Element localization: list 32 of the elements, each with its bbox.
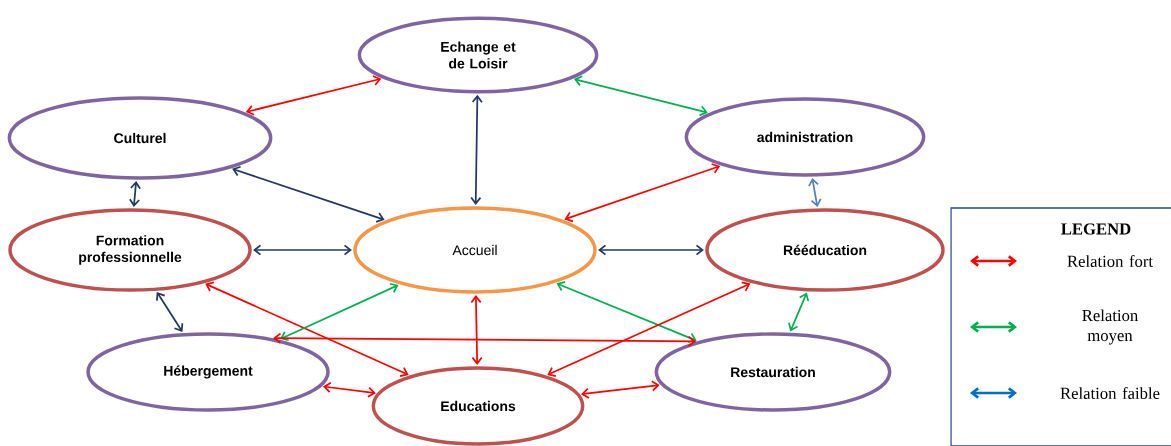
arrow	[598, 244, 704, 256]
arrow	[470, 295, 483, 365]
arrow	[273, 332, 696, 347]
ellipse-node: Restauration	[654, 332, 892, 412]
legend-text: Relation faible	[1060, 387, 1160, 399]
ellipse-node: Hébergement	[86, 332, 330, 412]
arrow	[808, 177, 822, 208]
legend-text: Relation fort	[1067, 255, 1153, 267]
arrow	[156, 291, 184, 332]
arrow	[205, 281, 409, 377]
arrow	[232, 165, 385, 223]
ellipse-node: Echange et de Loisir	[357, 16, 599, 94]
arrow	[788, 292, 810, 332]
arrow	[245, 75, 382, 116]
arrow	[129, 181, 142, 207]
arrow	[279, 282, 399, 342]
arrow	[322, 381, 376, 398]
ellipse-node: Accueil	[353, 206, 597, 294]
arrow	[253, 244, 352, 256]
ellipse-node: Culturel	[7, 96, 273, 180]
ellipse-node: Rééducation	[705, 208, 945, 292]
arrow	[470, 94, 483, 205]
legend-title: LEGEND	[1061, 223, 1131, 235]
legend-text: Relation moyen	[1082, 309, 1138, 345]
ellipse-node: Educations	[371, 366, 585, 446]
arrow	[556, 281, 697, 344]
arrow	[581, 380, 660, 399]
arrow	[547, 281, 751, 377]
ellipse-node: Formation professionnelle	[8, 208, 252, 292]
arrow	[564, 163, 721, 223]
arrow	[573, 75, 708, 117]
ellipse-node: administration	[684, 97, 926, 177]
